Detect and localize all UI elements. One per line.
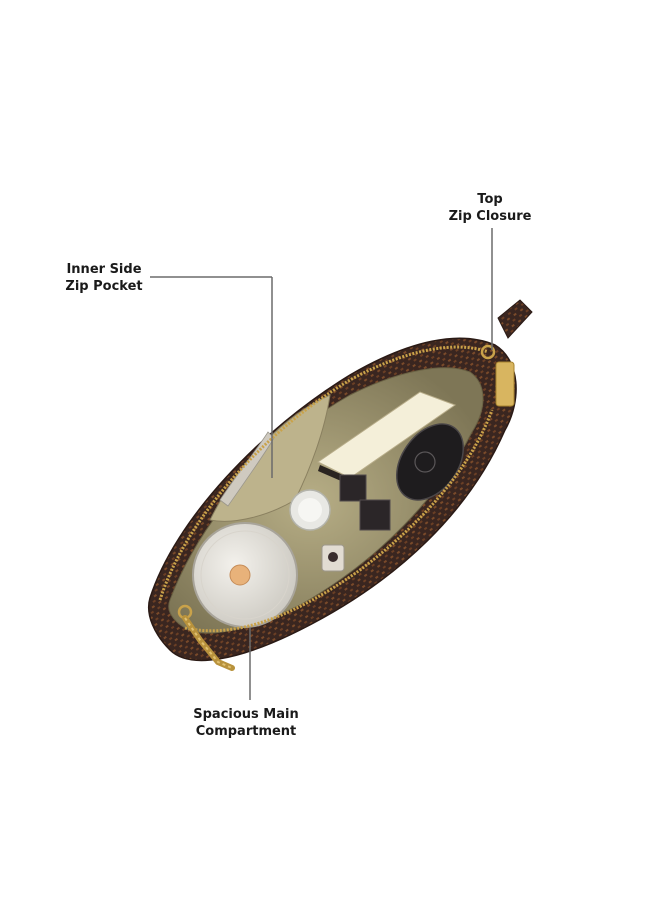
callout-top-line2: Zip Closure — [448, 209, 532, 224]
callout-main-compartment: Spacious Main Compartment — [186, 706, 306, 740]
callout-inner-line1: Inner Side — [66, 262, 142, 277]
round-jar — [289, 489, 331, 531]
callout-top-line1: Top — [477, 192, 503, 207]
zipper-track — [158, 345, 494, 633]
callout-main-line2: Compartment — [195, 724, 297, 739]
dark-compact — [395, 423, 465, 501]
callout-inner-side-pocket: Inner Side Zip Pocket — [50, 261, 158, 295]
zipper-chain — [177, 604, 235, 671]
callout-lines — [150, 228, 493, 700]
cosmetic-cubes — [339, 474, 391, 531]
round-mirror-tin — [192, 522, 298, 628]
callout-main-line1: Spacious Main — [193, 707, 299, 722]
zipper-pull-tab — [480, 299, 533, 407]
callout-inner-line2: Zip Pocket — [65, 279, 143, 294]
lipstick — [321, 544, 345, 572]
callout-top-zip-closure: Top Zip Closure — [440, 191, 540, 225]
